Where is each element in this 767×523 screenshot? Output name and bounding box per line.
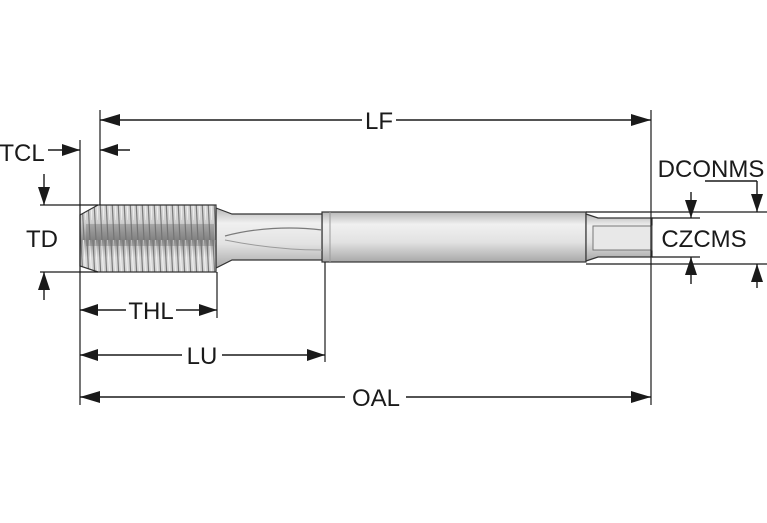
dimension-czcms: CZCMS [661, 192, 747, 284]
czcms-label: CZCMS [661, 226, 746, 253]
dimension-oal: OAL [80, 385, 651, 412]
thl-arrow-right [199, 304, 217, 316]
dconms-arrow-top [751, 194, 763, 212]
dimension-thl: THL [80, 298, 217, 325]
lu-arrow-left [80, 349, 98, 361]
tcl-arrow-right [100, 144, 118, 156]
tap-tool [79, 204, 653, 273]
tcl-arrow-left [62, 144, 80, 156]
oal-label: OAL [352, 385, 400, 412]
tap-neck [215, 207, 323, 269]
dimension-dconms: DCONMS [658, 156, 765, 288]
dimension-td: TD [26, 174, 58, 300]
dconms-arrow-bottom [751, 264, 763, 282]
lf-arrow-right [631, 114, 651, 126]
oal-arrow-left [80, 391, 100, 403]
td-arrow-bottom [38, 272, 50, 290]
dimension-tcl: TCL [0, 140, 130, 167]
td-arrow-top [38, 187, 50, 205]
tap-shank [321, 211, 587, 263]
thl-arrow-left [80, 304, 98, 316]
czcms-arrow-top [685, 200, 697, 218]
lu-label: LU [187, 343, 218, 370]
lu-arrow-right [307, 349, 325, 361]
dimension-lf: LF [100, 108, 651, 135]
lf-arrow-left [100, 114, 120, 126]
tcl-label: TCL [0, 140, 45, 167]
dimension-lu: LU [80, 343, 325, 370]
td-label: TD [26, 226, 58, 253]
thl-label: THL [128, 298, 173, 325]
oal-arrow-right [631, 391, 651, 403]
dconms-label: DCONMS [658, 156, 765, 183]
czcms-arrow-bottom [685, 257, 697, 275]
lf-label: LF [365, 108, 393, 135]
